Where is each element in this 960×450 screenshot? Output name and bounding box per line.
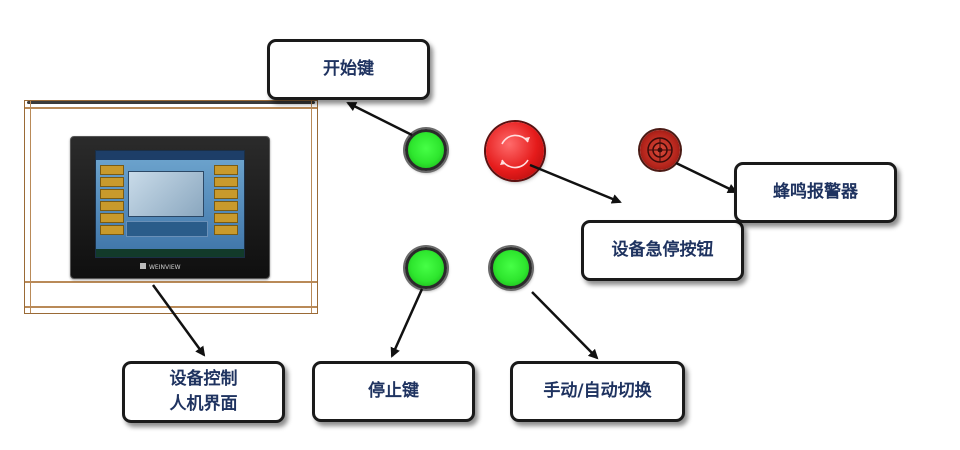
panel-side-left — [30, 101, 31, 313]
hmi-screen-button — [100, 213, 124, 223]
hmi-brand-logo: WEINVIEW — [71, 255, 269, 274]
panel-rail-bottom — [25, 306, 317, 308]
start-button[interactable] — [405, 129, 447, 171]
hmi-screen-button — [100, 189, 124, 199]
hmi-screen-banner — [126, 221, 208, 237]
panel-rail-mid — [25, 281, 317, 283]
hmi-screen-button — [214, 165, 238, 175]
label-hmi: 设备控制 人机界面 — [122, 361, 285, 423]
panel-side-right — [311, 101, 312, 313]
label-buzzer-text: 蜂鸣报警器 — [773, 182, 858, 202]
buzzer-grille-icon — [647, 137, 673, 163]
estop-arrow-icon — [500, 134, 530, 169]
hmi-screen-button — [100, 165, 124, 175]
label-stop-key: 停止键 — [312, 361, 475, 422]
arrow-start-key — [346, 101, 413, 137]
label-estop-text: 设备急停按钮 — [611, 240, 714, 260]
label-hmi-line2: 人机界面 — [169, 394, 238, 414]
emergency-stop-button[interactable] — [486, 122, 544, 180]
hmi-touchscreen[interactable]: WEINVIEW — [70, 136, 270, 279]
hmi-screen-button — [100, 201, 124, 211]
arrow-mode-switch — [531, 291, 599, 360]
stop-button[interactable] — [405, 247, 447, 289]
label-mode-switch-text: 手动/自动切换 — [543, 381, 652, 401]
hmi-screen-button — [214, 201, 238, 211]
weinview-logo-icon: WEINVIEW — [140, 263, 181, 271]
label-stop-key-text: 停止键 — [368, 381, 419, 401]
buzzer-alarm — [640, 130, 680, 170]
hmi-screen-button — [214, 189, 238, 199]
svg-text:WEINVIEW: WEINVIEW — [149, 264, 181, 270]
label-start-key-text: 开始键 — [323, 59, 374, 79]
arrow-buzzer — [675, 161, 738, 194]
label-buzzer: 蜂鸣报警器 — [734, 162, 897, 223]
label-estop: 设备急停按钮 — [581, 220, 744, 281]
panel-top-edge — [27, 101, 315, 104]
label-mode-switch: 手动/自动切换 — [510, 361, 685, 422]
mode-switch-button[interactable] — [490, 247, 532, 289]
hmi-screen-button — [214, 213, 238, 223]
arrow-stop-key — [390, 288, 424, 358]
panel-rail-top — [25, 107, 317, 109]
hmi-screen-button — [214, 225, 238, 235]
hmi-screen-button — [100, 225, 124, 235]
hmi-screen-footer — [96, 249, 244, 257]
label-start-key: 开始键 — [267, 39, 430, 100]
label-hmi-line1: 设备控制 — [169, 369, 238, 389]
arrow-estop — [529, 163, 622, 204]
hmi-screen-header — [96, 151, 244, 160]
hmi-screen-picture — [128, 171, 204, 217]
hmi-screen-button — [100, 177, 124, 187]
arrow-hmi — [151, 284, 206, 357]
hmi-screen — [95, 150, 245, 258]
hmi-screen-button — [214, 177, 238, 187]
